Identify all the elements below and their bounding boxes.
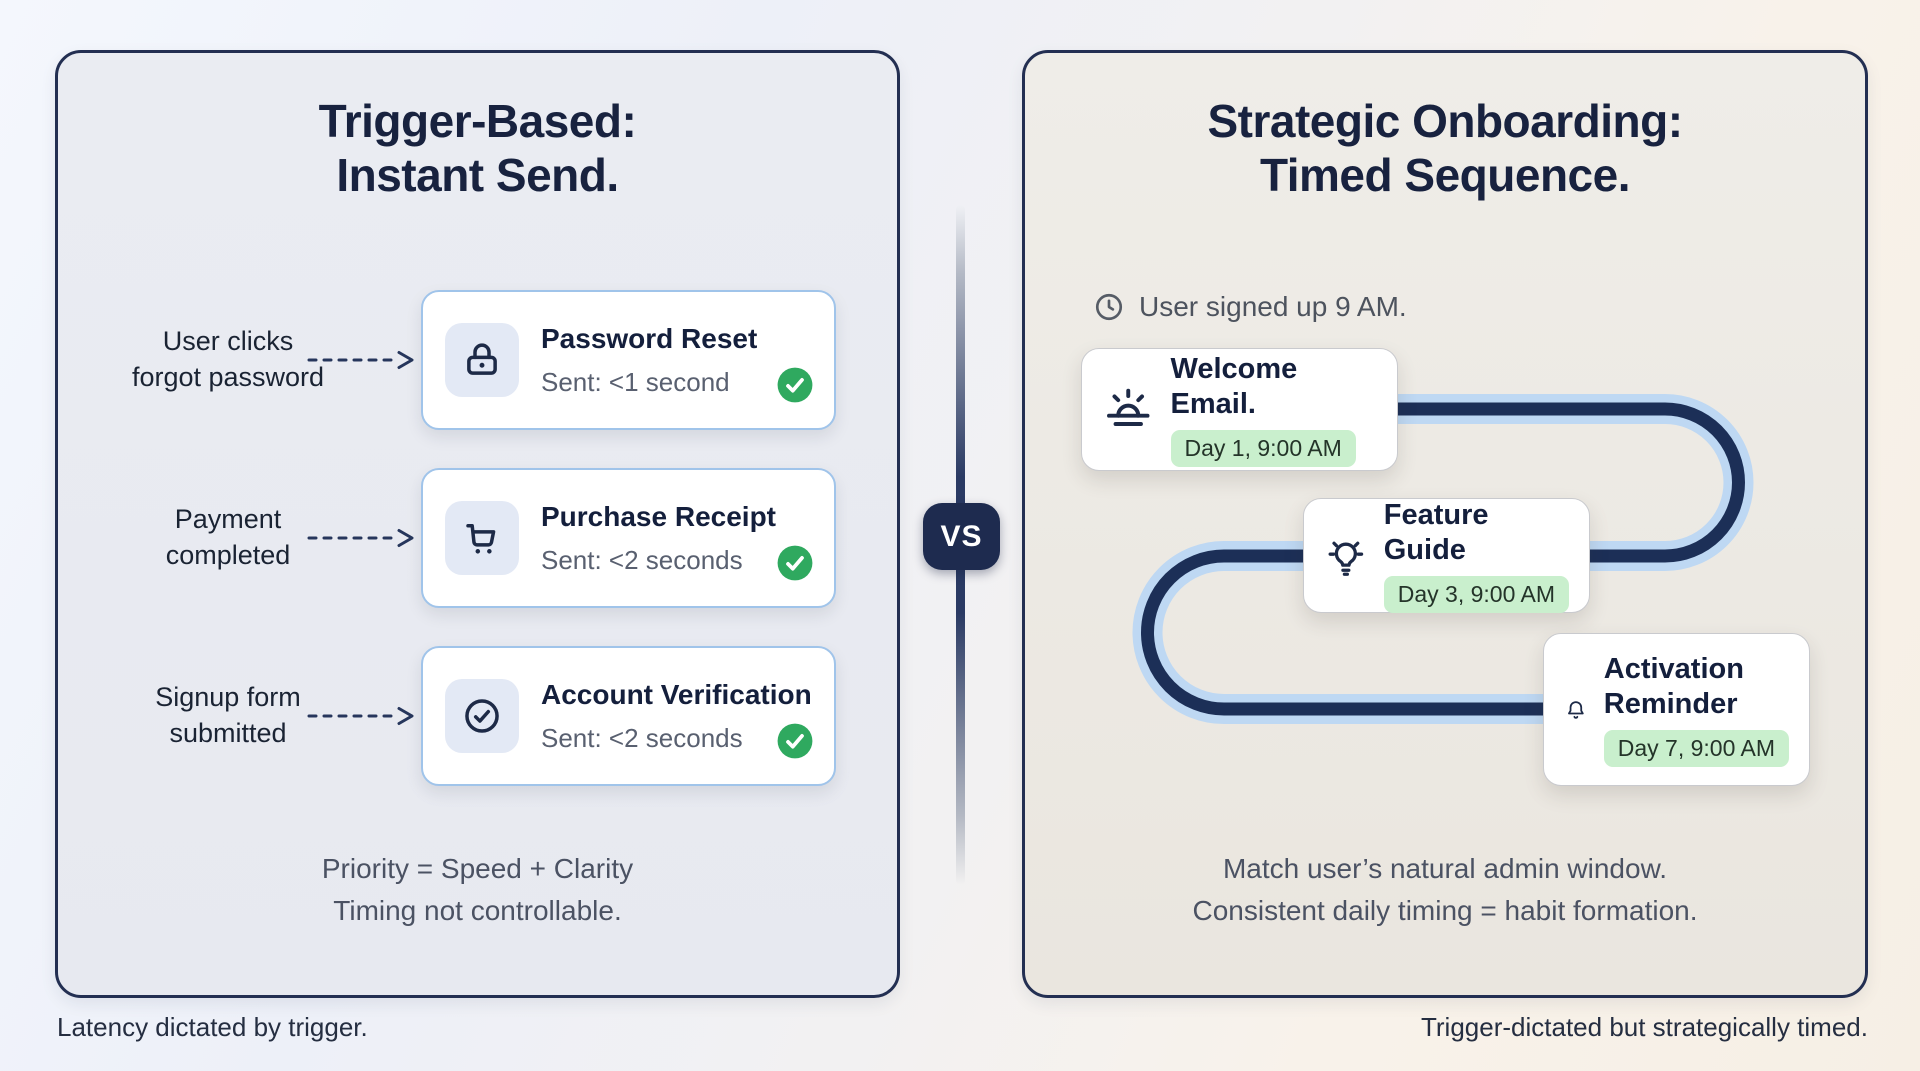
card-sent-time: Sent: <1 second [541,366,730,397]
card-title: Purchase Receipt [541,500,776,532]
summary-line: Consistent daily timing = habit formatio… [1192,895,1698,926]
icon-tile [445,323,519,397]
icon-tile [445,679,519,753]
right-title-line-2: Timed Sequence. [1259,148,1631,201]
summary-line: Match user’s natural admin window. [1222,853,1668,884]
step-schedule-badge: Day 3, 9:00 AM [1383,575,1569,613]
card-text: Account Verification Sent: <2 seconds [541,679,812,754]
trigger-label-signup-submitted: Signup form submitted [88,680,368,751]
strategic-onboarding-panel: Strategic Onboarding: Timed Sequence. Us… [1022,50,1868,998]
left-title-line-1: Trigger-Based: [318,95,637,147]
vs-badge: VS [923,503,1000,570]
right-panel-title: Strategic Onboarding: Timed Sequence. [1025,95,1865,203]
trigger-based-panel: Trigger-Based: Instant Send. User clicks… [55,50,900,998]
icon-tile [445,501,519,575]
left-summary: Priority = Speed + Clarity Timing not co… [58,848,897,932]
dashed-arrow-icon [307,351,414,369]
check-badge-icon [777,723,813,759]
right-title-line-1: Strategic Onboarding: [1207,95,1683,147]
vs-label: VS [940,519,983,553]
email-card-password-reset: Password Reset Sent: <1 second [421,290,836,430]
bell-icon [1568,700,1584,719]
summary-line: Timing not controllable. [333,895,622,926]
left-panel-title: Trigger-Based: Instant Send. [58,95,897,203]
clock-icon [1095,293,1123,321]
trigger-line: submitted [169,717,287,748]
sunrise-icon [1107,388,1150,426]
left-footer-note: Latency dictated by trigger. [57,1012,368,1042]
trigger-line: forgot password [131,361,325,392]
email-card-purchase-receipt: Purchase Receipt Sent: <2 seconds [421,468,836,608]
card-title: Account Verification [541,678,812,710]
signup-note-text: User signed up 9 AM. [1139,291,1407,322]
trigger-label-payment-completed: Payment completed [88,502,368,573]
step-title: Activation Reminder [1603,653,1744,720]
card-sent-time: Sent: <2 seconds [541,722,743,753]
step-title: Feature Guide [1383,499,1489,566]
step-card-welcome-email: Welcome Email. Day 1, 9:00 AM [1081,348,1398,471]
right-footer-note: Trigger-dictated but strategically timed… [1420,1012,1868,1042]
card-title: Password Reset [541,322,758,354]
dashed-arrow-icon [307,707,414,725]
step-card-feature-guide: Feature Guide Day 3, 9:00 AM [1303,498,1590,613]
trigger-line: Signup form [155,682,301,712]
trigger-line: User clicks [162,326,294,356]
step-schedule-badge: Day 7, 9:00 AM [1603,729,1789,767]
shopping-cart-icon [466,524,496,554]
lock-icon [467,343,497,375]
check-circle-icon [465,699,499,733]
email-card-account-verification: Account Verification Sent: <2 seconds [421,646,836,786]
card-text: Activation Reminder Day 7, 9:00 AM [1603,652,1789,767]
right-summary: Match user’s natural admin window. Consi… [1025,848,1865,932]
trigger-line: Payment [174,504,282,534]
signup-note: User signed up 9 AM. [1093,291,1407,323]
card-text: Password Reset Sent: <1 second [541,323,757,398]
trigger-label-forgot-password: User clicks forgot password [88,324,368,395]
left-title-line-2: Instant Send. [336,148,619,201]
lightbulb-icon [1328,541,1364,576]
step-title: Welcome Email. [1170,353,1298,420]
card-sent-time: Sent: <2 seconds [541,544,743,575]
card-text: Feature Guide Day 3, 9:00 AM [1383,498,1569,613]
check-badge-icon [777,367,813,403]
card-text: Purchase Receipt Sent: <2 seconds [541,501,776,576]
check-badge-icon [777,545,813,581]
summary-line: Priority = Speed + Clarity [321,853,634,884]
dashed-arrow-icon [307,529,414,547]
step-card-activation-reminder: Activation Reminder Day 7, 9:00 AM [1543,633,1810,786]
trigger-line: completed [165,539,291,570]
step-schedule-badge: Day 1, 9:00 AM [1170,429,1356,467]
card-text: Welcome Email. Day 1, 9:00 AM [1170,352,1378,467]
